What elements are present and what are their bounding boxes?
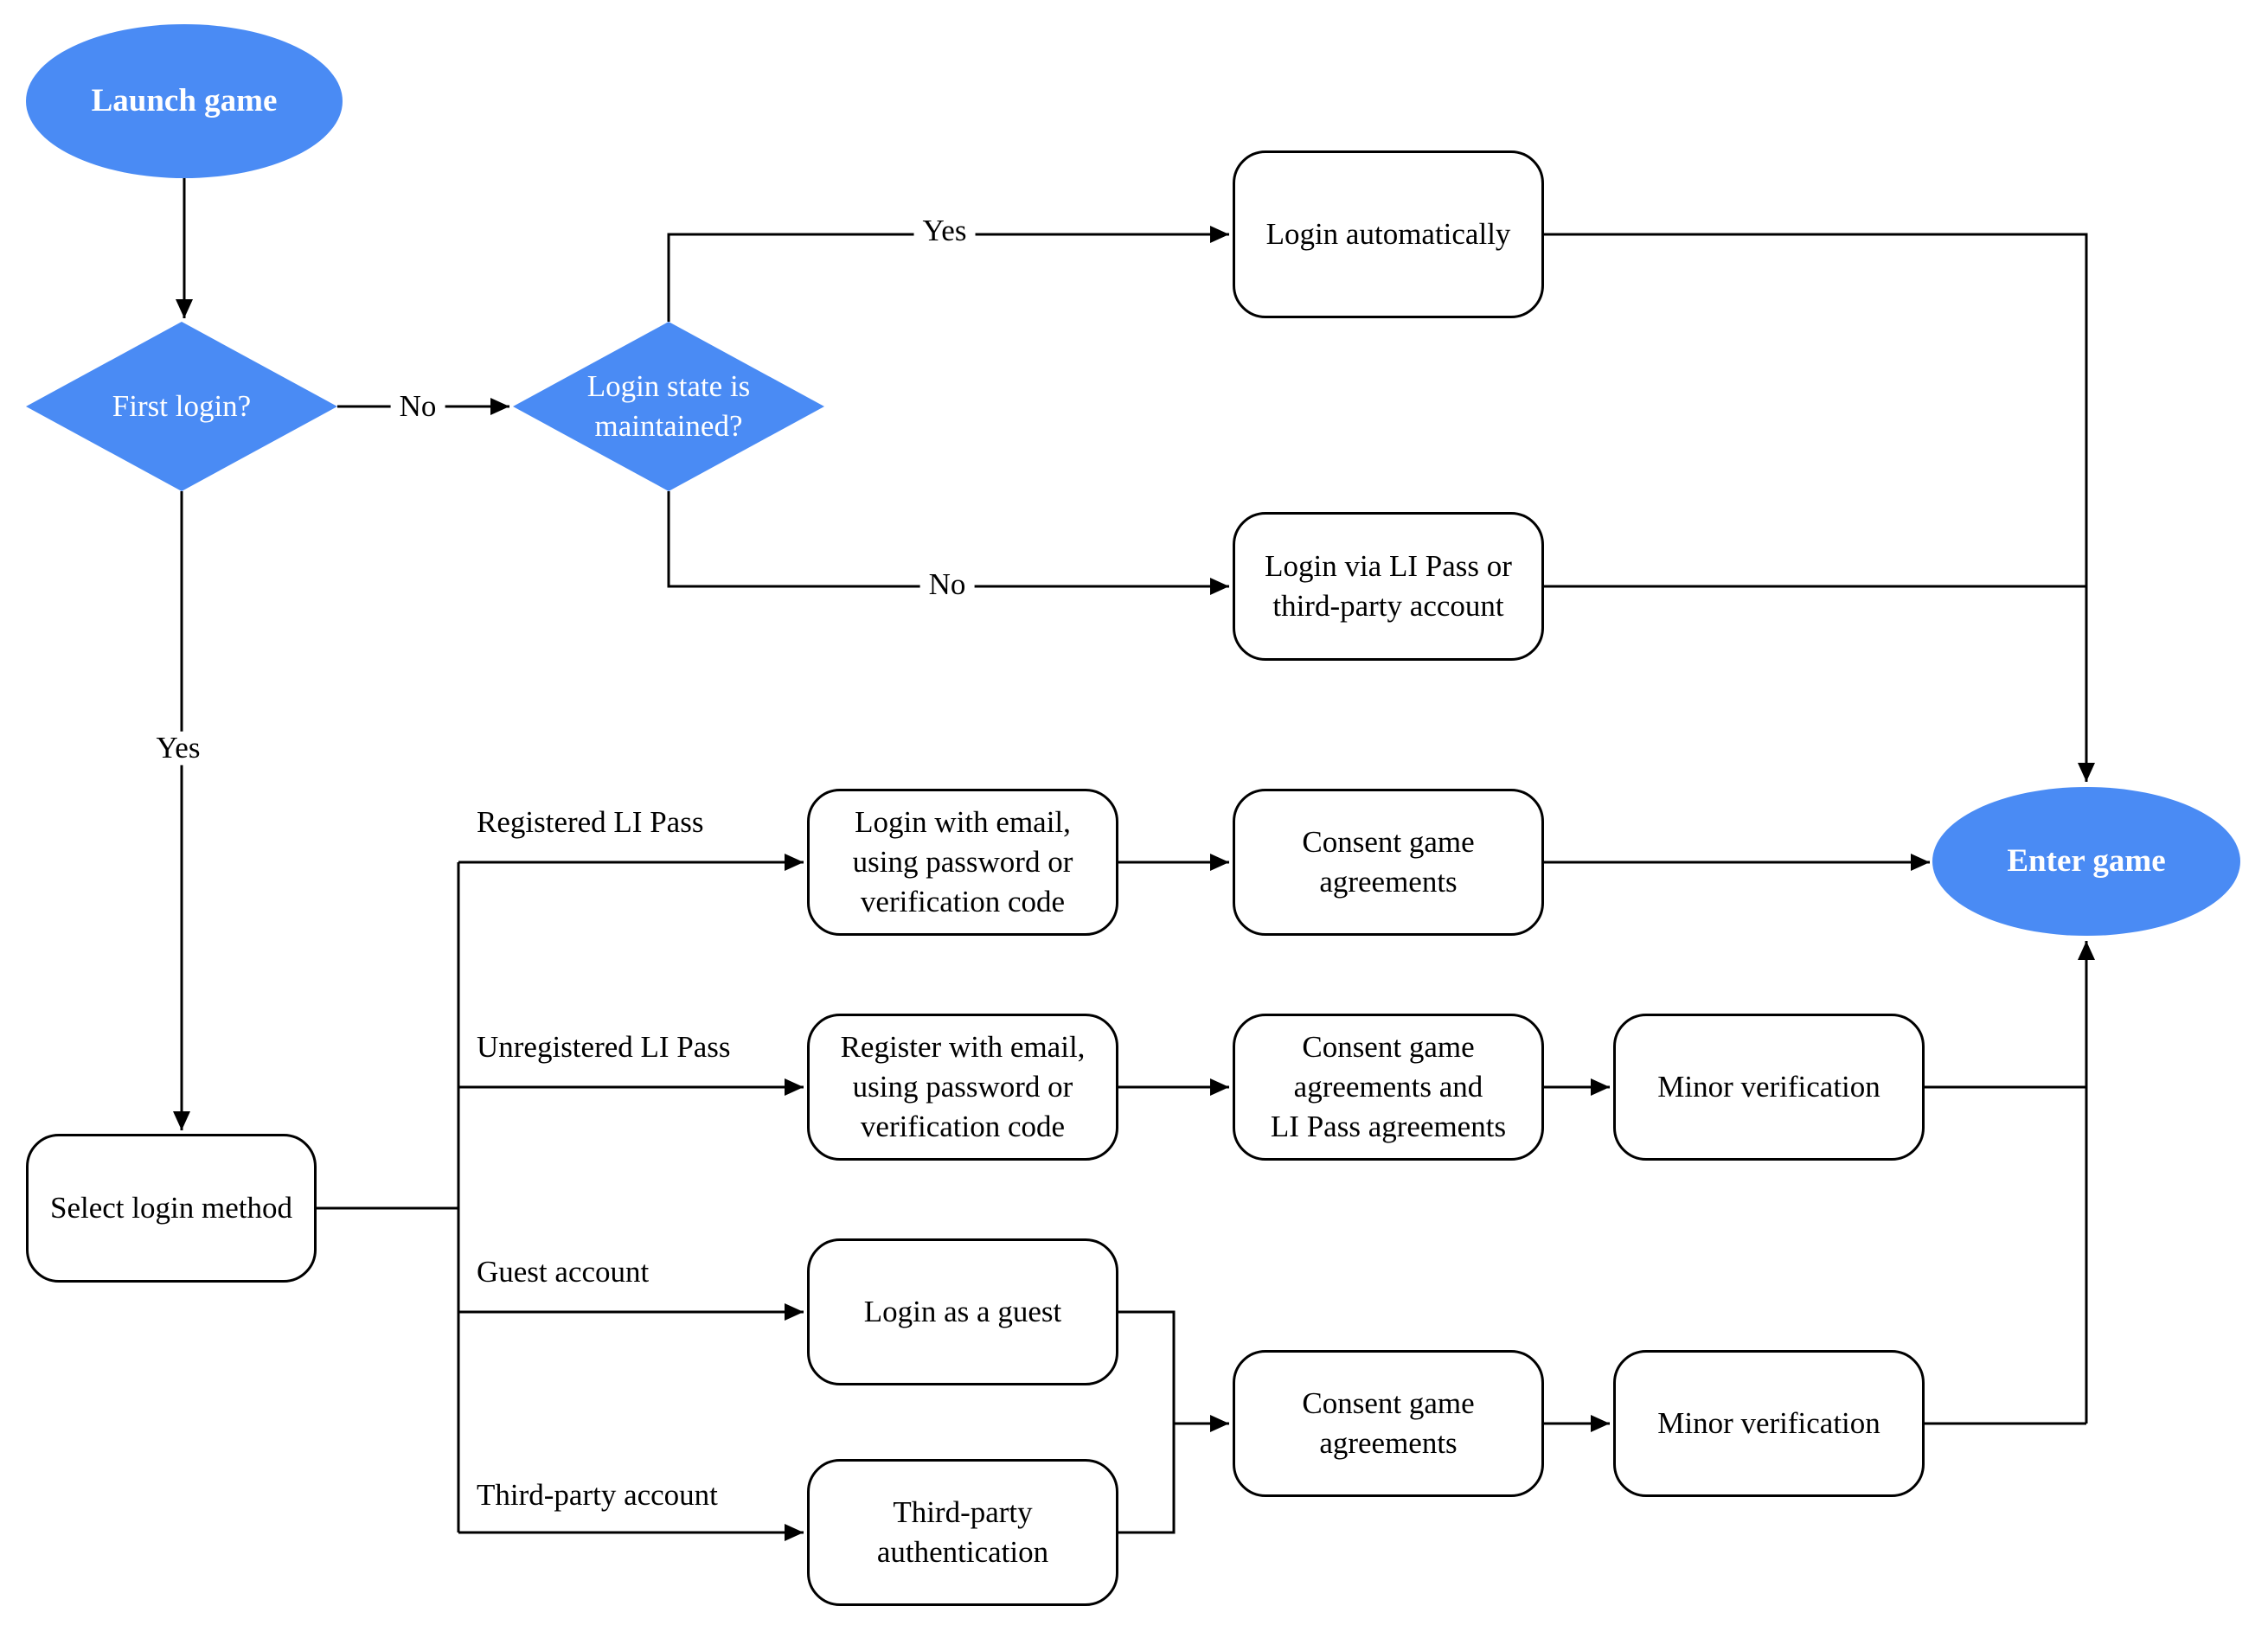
node-register-with-email-label: Register with email, using password or v… bbox=[840, 1029, 1086, 1144]
node-third-party-authentication-label: Third-party authentication bbox=[876, 1494, 1049, 1569]
edge-label-state-maintained-no: No bbox=[919, 567, 975, 602]
node-consent-game-li-pass-agreements-label: Consent game agreements and LI Pass agre… bbox=[1270, 1029, 1507, 1144]
node-login-state-label: Login state is maintained? bbox=[586, 368, 751, 443]
branch-label-third-party-account: Third-party account bbox=[477, 1478, 718, 1512]
node-consent-game-agreements-2: Consent game agreements bbox=[1233, 1350, 1544, 1497]
node-minor-verification-2: Minor verification bbox=[1613, 1350, 1925, 1497]
node-minor-verification-1: Minor verification bbox=[1613, 1014, 1925, 1161]
branch-label-unregistered-li-pass: Unregistered LI Pass bbox=[477, 1030, 731, 1064]
node-login-via-li-pass-label: Login via LI Pass or third-party account bbox=[1265, 548, 1512, 623]
node-login-with-email-label: Login with email, using password or veri… bbox=[852, 804, 1073, 919]
node-minor-verification-2-label: Minor verification bbox=[1657, 1405, 1880, 1440]
node-enter-game: Enter game bbox=[1932, 787, 2240, 936]
node-login-via-li-pass: Login via LI Pass or third-party account bbox=[1233, 512, 1544, 661]
edge-label-first-login-yes: Yes bbox=[147, 731, 209, 765]
branch-label-guest-account: Guest account bbox=[477, 1255, 650, 1289]
node-select-login-method: Select login method bbox=[26, 1134, 317, 1283]
node-login-with-email: Login with email, using password or veri… bbox=[807, 789, 1118, 936]
node-consent-game-li-pass-agreements: Consent game agreements and LI Pass agre… bbox=[1233, 1014, 1544, 1161]
branch-label-registered-li-pass: Registered LI Pass bbox=[477, 805, 704, 839]
node-login-automatically: Login automatically bbox=[1233, 150, 1544, 318]
node-register-with-email: Register with email, using password or v… bbox=[807, 1014, 1118, 1161]
node-consent-game-agreements-1: Consent game agreements bbox=[1233, 789, 1544, 936]
node-consent-game-agreements-2-label: Consent game agreements bbox=[1302, 1385, 1475, 1460]
node-login-as-guest: Login as a guest bbox=[807, 1238, 1118, 1385]
node-select-login-method-label: Select login method bbox=[50, 1190, 292, 1225]
node-login-automatically-label: Login automatically bbox=[1265, 216, 1511, 251]
node-launch-game-label: Launch game bbox=[91, 82, 278, 118]
node-consent-game-agreements-1-label: Consent game agreements bbox=[1302, 824, 1475, 899]
edge-label-first-login-no: No bbox=[390, 389, 445, 424]
node-launch-game: Launch game bbox=[26, 24, 343, 178]
node-enter-game-label: Enter game bbox=[2007, 842, 2166, 879]
node-third-party-authentication: Third-party authentication bbox=[807, 1459, 1118, 1606]
node-minor-verification-1-label: Minor verification bbox=[1657, 1069, 1880, 1104]
node-first-login-label: First login? bbox=[112, 388, 252, 423]
edge-label-state-maintained-yes: Yes bbox=[913, 214, 976, 248]
node-login-as-guest-label: Login as a guest bbox=[863, 1294, 1062, 1328]
